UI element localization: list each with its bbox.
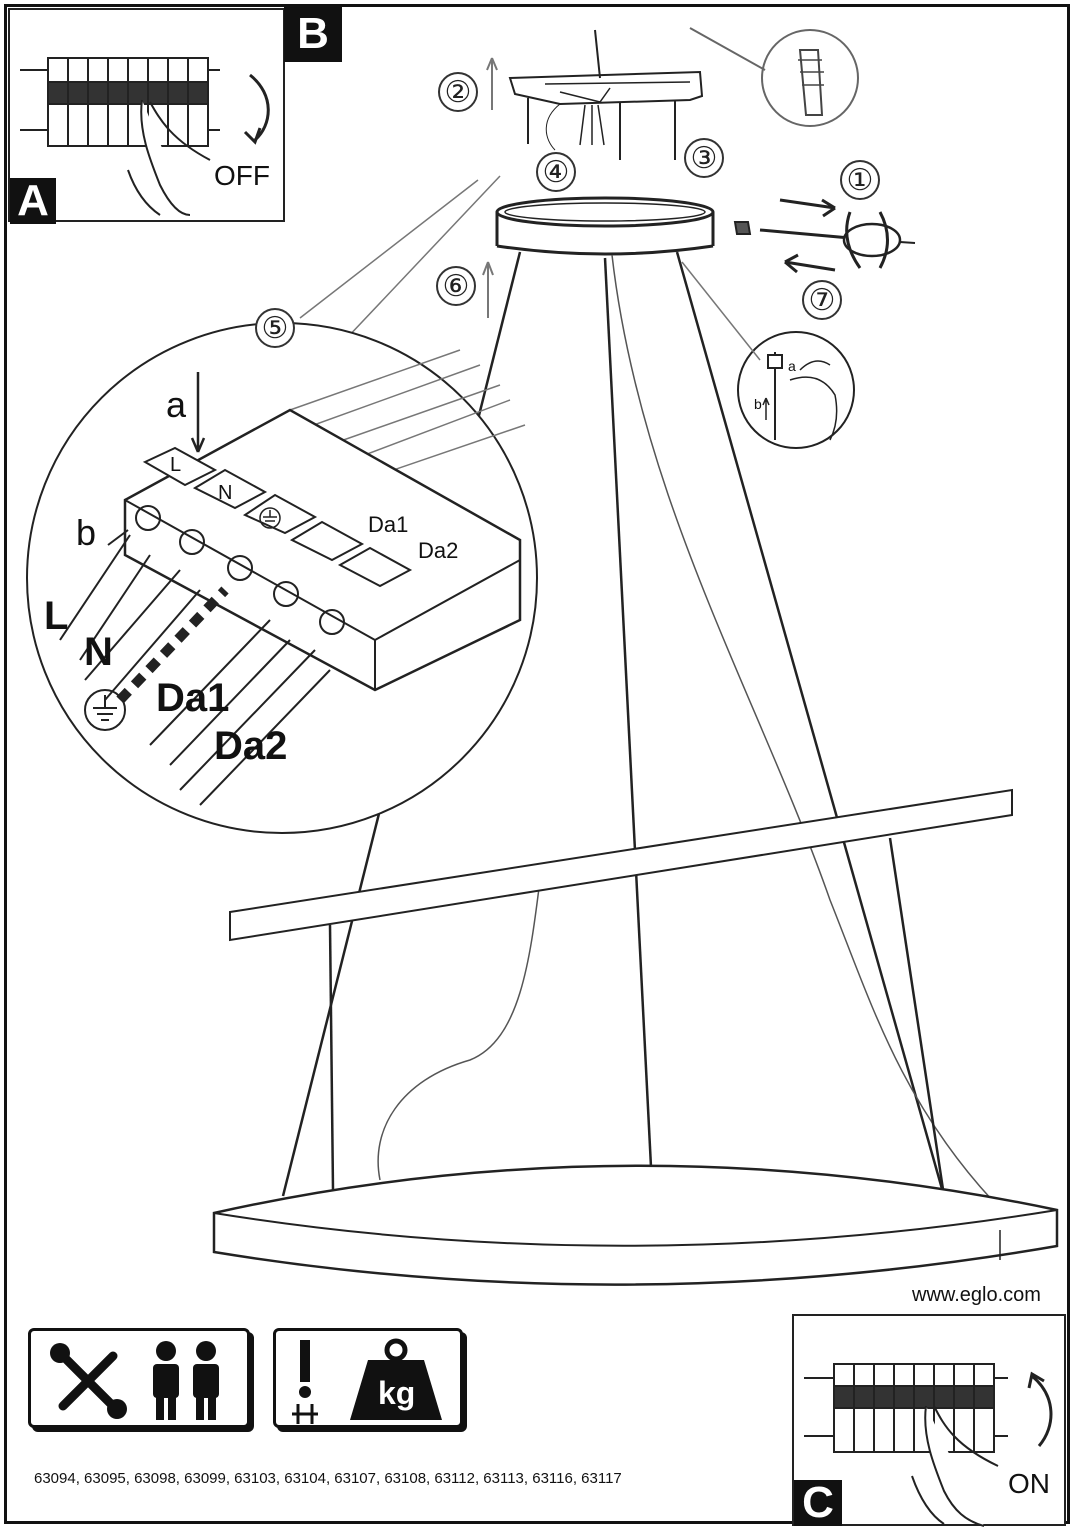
dowel-zoom-circle (761, 29, 859, 127)
kg-weight-icon (350, 1338, 442, 1420)
website-text: www.eglo.com (912, 1284, 1041, 1306)
kg-text: kg (378, 1375, 416, 1411)
terminal-l-label: L (170, 454, 182, 476)
on-label: ON (1008, 1468, 1050, 1499)
lamp-ring (212, 1164, 1059, 1286)
cable-adjust-detail (681, 261, 855, 449)
screwdriver (733, 211, 916, 269)
panel-breaker-off: A OFF (8, 8, 285, 225)
breaker-switch-on-icon (804, 1363, 1053, 1527)
canopy-cylinder (495, 196, 715, 256)
tools-persons-box (28, 1328, 250, 1428)
pointer-a-label: a (166, 384, 187, 425)
beam (229, 788, 1013, 942)
wire-l-label: L (44, 594, 69, 638)
wire-da1-label: Da1 (156, 676, 230, 720)
two-persons-icon (153, 1341, 219, 1420)
model-numbers: 63094, 63095, 63098, 63099, 63103, 63104… (34, 1470, 622, 1487)
step-3: ③ (684, 138, 724, 178)
step-5: ⑤ (255, 308, 295, 348)
step-1: ① (840, 160, 880, 200)
step-2: ② (438, 72, 478, 112)
panel-b-badge: B (284, 6, 342, 62)
wire-n-label: N (84, 630, 113, 674)
step-4: ④ (536, 152, 576, 192)
terminal-block-detail (26, 322, 538, 834)
wire-da2-label: Da2 (214, 724, 288, 768)
terminal-da1-label: Da1 (368, 512, 409, 537)
panel-c-badge: C (794, 1478, 842, 1527)
weight-warning-box: kg (273, 1328, 463, 1428)
panel-breaker-on: ON C (792, 1314, 1066, 1527)
breaker-switch-off-icon (20, 57, 270, 216)
step-7: ⑦ (802, 280, 842, 320)
terminal-da2-label: Da2 (418, 538, 459, 563)
terminal-n-label: N (218, 482, 233, 504)
panel-a-badge: A (10, 176, 56, 225)
page-frame (4, 4, 1070, 1524)
step-6: ⑥ (436, 266, 476, 306)
pointer-b-label: b (76, 512, 97, 553)
small-a-label: a (788, 358, 796, 374)
ceiling-bracket (508, 29, 704, 160)
off-label: OFF (214, 160, 270, 191)
small-b-label: b (754, 396, 762, 412)
exclamation-icon (292, 1340, 318, 1424)
tools-icon (50, 1343, 127, 1419)
